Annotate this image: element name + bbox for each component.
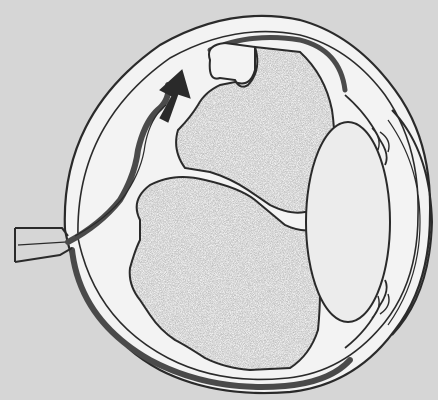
lens: [306, 122, 390, 322]
